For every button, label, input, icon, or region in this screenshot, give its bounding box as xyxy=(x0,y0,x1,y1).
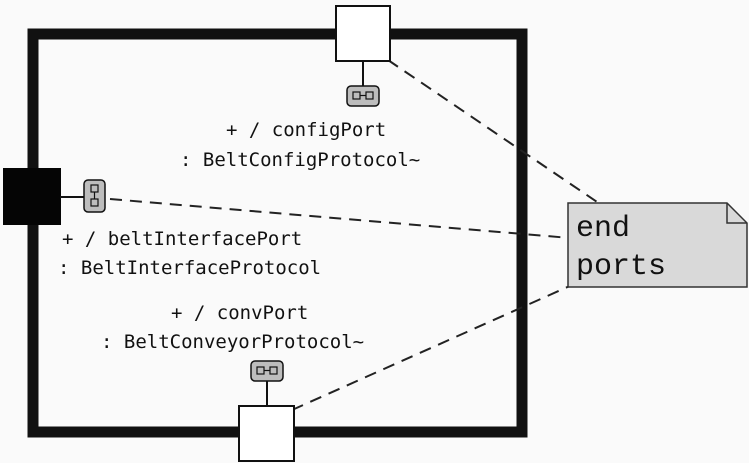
belt-interface-port-type: : BeltInterfaceProtocol xyxy=(58,257,322,279)
config-connector-icon xyxy=(346,85,380,107)
belt-interface-port-name: + / beltInterfacePort xyxy=(62,228,303,250)
note-line-2: ports xyxy=(576,250,667,284)
conv-connector-icon xyxy=(250,360,284,382)
note-shape[interactable] xyxy=(567,202,748,288)
config-port-type: : BeltConfigProtocol~ xyxy=(180,149,421,171)
config-port[interactable] xyxy=(335,5,391,62)
note-link-belt-interface xyxy=(109,198,571,239)
conv-port-type: : BeltConveyorProtocol~ xyxy=(101,331,365,353)
belt-interface-port[interactable] xyxy=(3,168,61,225)
conv-port-name: + / convPort xyxy=(171,302,309,324)
config-port-name: + / configPort xyxy=(226,119,387,141)
note-fold xyxy=(726,203,747,224)
note-line-1: end xyxy=(576,212,631,246)
note-link-config xyxy=(387,59,601,205)
conv-port[interactable] xyxy=(238,405,295,462)
note-link-conv xyxy=(291,284,573,411)
belt-interface-connector-icon xyxy=(83,179,106,213)
